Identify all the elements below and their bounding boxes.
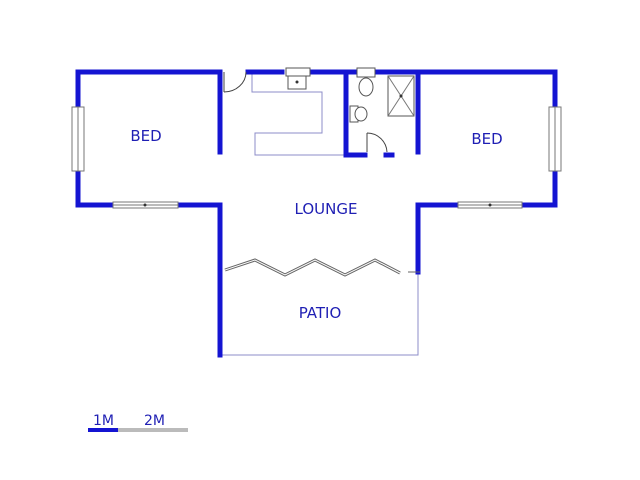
window-left-bed-side [71, 106, 85, 172]
window-right-bed-bottom [457, 201, 523, 209]
toilet-icon [356, 67, 376, 97]
room-label-patio: PATIO [299, 304, 342, 322]
basin-icon [349, 105, 368, 123]
room-label-lounge: LOUNGE [295, 200, 358, 218]
room-label-bed-left: BED [130, 127, 161, 145]
window-right-bed-side [548, 106, 562, 172]
entry-door-swing [223, 71, 247, 93]
shower-icon [387, 75, 415, 117]
scale-bar: 1M 2M [88, 413, 188, 432]
scale-label-1m: 1M [93, 413, 114, 429]
scale-label-2m: 2M [144, 413, 165, 429]
patio-outline [221, 272, 419, 356]
kitchen-counter [251, 72, 345, 156]
bathroom-door-swing [366, 132, 388, 153]
kitchen-sink-icon [285, 67, 311, 90]
window-left-bed-bottom [112, 201, 179, 209]
patio-folding-doors [224, 258, 420, 277]
room-label-bed-right: BED [471, 130, 502, 148]
